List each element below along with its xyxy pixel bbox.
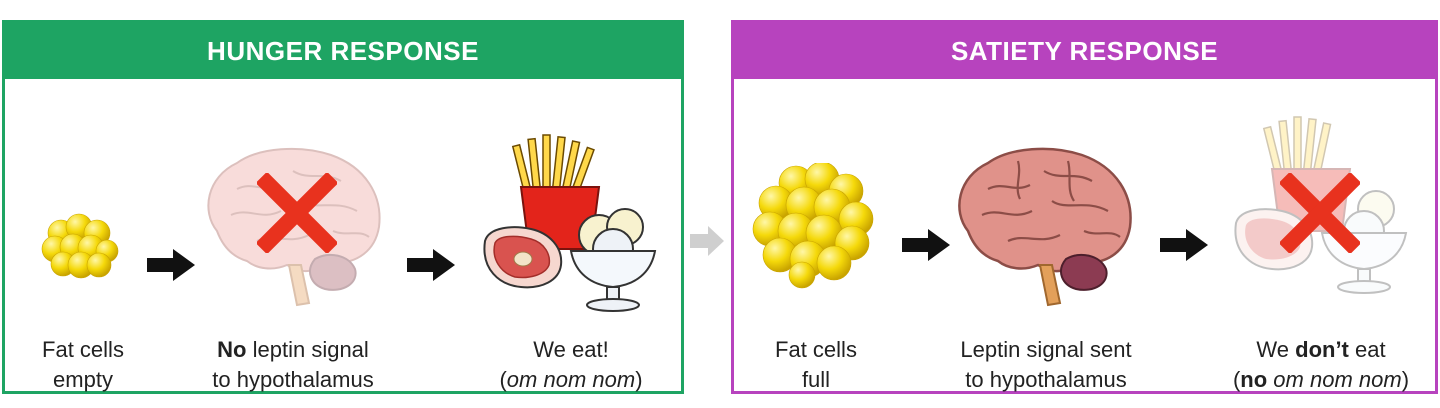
satiety-response-title: SATIETY RESPONSE xyxy=(734,23,1435,79)
hunger-response-panel: HUNGER RESPONSE xyxy=(2,20,684,394)
we-eat-caption: We eat! (om nom nom) xyxy=(499,337,643,392)
we-dont-eat-caption: We don’t eat (no om nom nom) xyxy=(1232,337,1410,392)
fat-cells-empty-icon xyxy=(41,213,119,279)
hunger-response-title: HUNGER RESPONSE xyxy=(5,23,681,79)
arrow-icon xyxy=(902,229,950,261)
satiety-response-panel: SATIETY RESPONSE xyxy=(731,20,1438,394)
leptin-sent-caption: Leptin signal sent to hypothalamus xyxy=(960,337,1132,392)
connector-arrow-icon xyxy=(690,226,724,256)
arrow-icon xyxy=(147,249,195,281)
no-leptin-caption: No leptin signal to hypothalamus xyxy=(212,337,374,392)
dont-eat-x-icon xyxy=(1280,173,1360,253)
arrow-icon xyxy=(407,249,455,281)
arrow-icon xyxy=(1160,229,1208,261)
fat-cells-full-icon xyxy=(752,163,874,289)
food-icon xyxy=(483,134,657,312)
fat-cells-full-caption: Fat cells full xyxy=(775,337,857,392)
fat-cells-empty-caption: Fat cells empty xyxy=(42,337,124,392)
brain-icon xyxy=(958,147,1132,307)
no-signal-x-icon xyxy=(257,173,337,253)
